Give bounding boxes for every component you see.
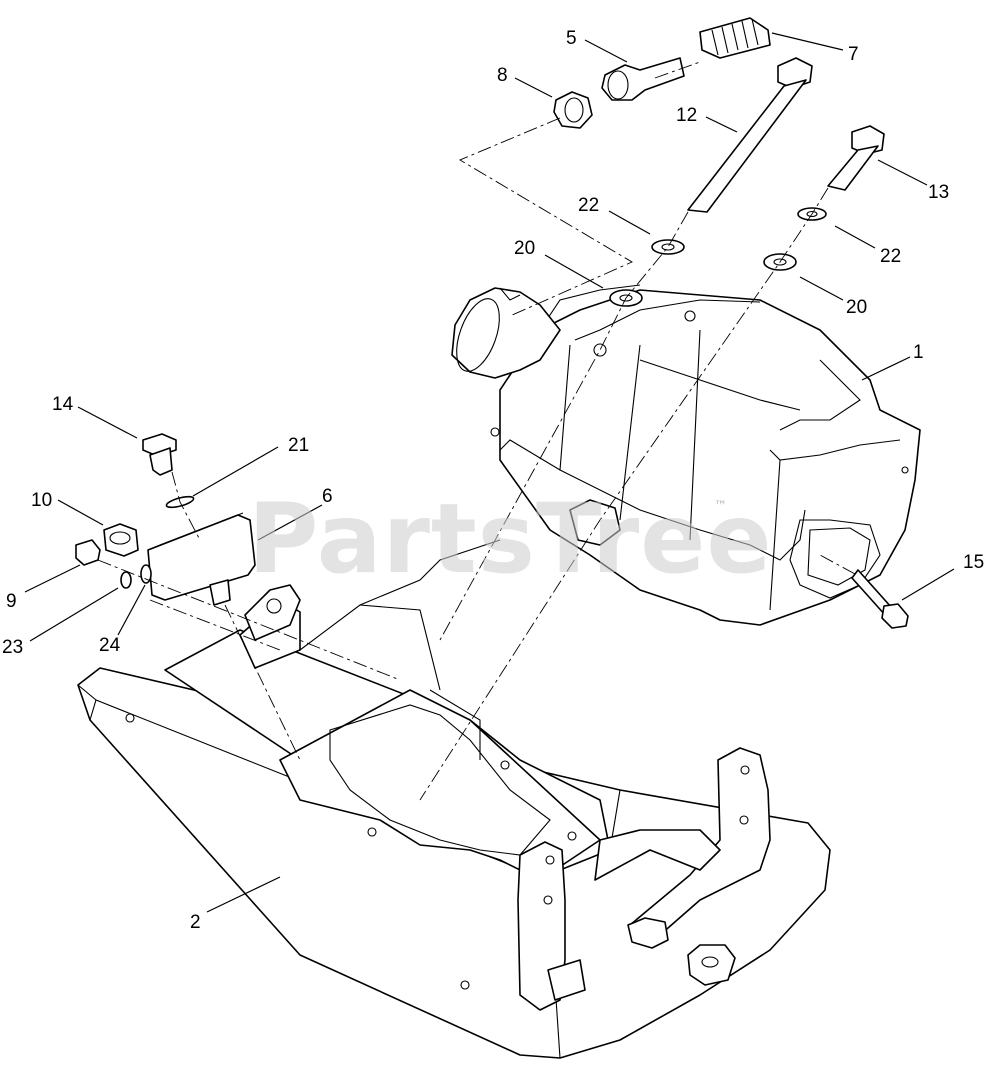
partstree-watermark: PartsTree ™: [248, 483, 772, 595]
fitting-part-10[interactable]: [103, 523, 139, 557]
washer-part-24[interactable]: [140, 564, 152, 584]
callout-9: 9: [6, 591, 17, 612]
callout-20-left: 20: [514, 238, 535, 259]
callout-21: 21: [288, 435, 309, 456]
washer-part-23[interactable]: [120, 571, 132, 589]
valve-part-5[interactable]: [601, 57, 685, 101]
spring-part-7[interactable]: [699, 17, 771, 59]
watermark-trademark: ™: [714, 499, 727, 514]
callout-23: 23: [2, 637, 23, 658]
callout-12: 12: [676, 105, 697, 126]
bolt-part-15[interactable]: [851, 569, 909, 629]
fitting-part-8[interactable]: [553, 91, 593, 129]
callout-labels: 1 2 5 6 7 8 9 10 12 13 14 15 20 20 21 22…: [2, 28, 984, 933]
long-bolt-part-12[interactable]: [687, 57, 813, 213]
callout-22-right: 22: [880, 246, 901, 267]
callout-20-right: 20: [846, 297, 867, 318]
washer-part-22-left[interactable]: [651, 239, 685, 255]
callout-7: 7: [848, 44, 859, 65]
bolt-part-13[interactable]: [827, 125, 885, 191]
callout-1: 1: [913, 342, 924, 363]
fitting-part-9[interactable]: [75, 539, 101, 566]
callout-10: 10: [31, 490, 52, 511]
callout-5: 5: [566, 28, 577, 49]
callout-13: 13: [928, 182, 949, 203]
assembly-dash-lines: [97, 61, 856, 801]
isolator-mount-part-6[interactable]: [147, 512, 256, 606]
callout-6: 6: [322, 486, 333, 507]
base-plate-part-2[interactable]: [77, 539, 831, 1059]
exciter-housing-part-1[interactable]: [448, 284, 921, 626]
bolt-part-14[interactable]: [142, 433, 177, 476]
callout-24: 24: [99, 635, 121, 656]
callout-15: 15: [963, 552, 984, 573]
callout-14: 14: [52, 394, 74, 415]
callout-2: 2: [190, 912, 201, 933]
callout-8: 8: [497, 65, 508, 86]
leader-lines: [24, 32, 955, 913]
callout-22-left: 22: [578, 195, 599, 216]
watermark-text: PartsTree: [248, 483, 772, 595]
